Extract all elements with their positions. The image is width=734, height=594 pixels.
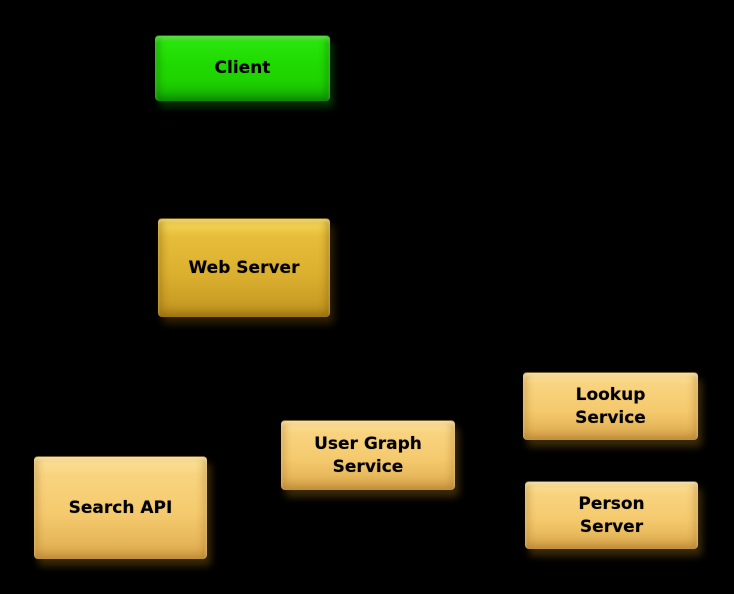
- node-web-server[interactable]: Web Server: [158, 218, 330, 317]
- node-person-server[interactable]: Person Server: [525, 481, 698, 549]
- node-search-api-label: Search API: [68, 497, 173, 518]
- node-client-label: Client: [214, 58, 271, 79]
- node-search-api[interactable]: Search API: [34, 456, 207, 559]
- node-user-graph-service-label: User Graph Service: [314, 434, 422, 477]
- node-user-graph-service[interactable]: User Graph Service: [281, 420, 455, 490]
- node-lookup-service[interactable]: Lookup Service: [523, 372, 698, 440]
- node-client[interactable]: Client: [155, 35, 330, 101]
- node-lookup-service-label: Lookup Service: [575, 385, 646, 428]
- node-web-server-label: Web Server: [188, 257, 300, 278]
- node-person-server-label: Person Server: [578, 494, 645, 537]
